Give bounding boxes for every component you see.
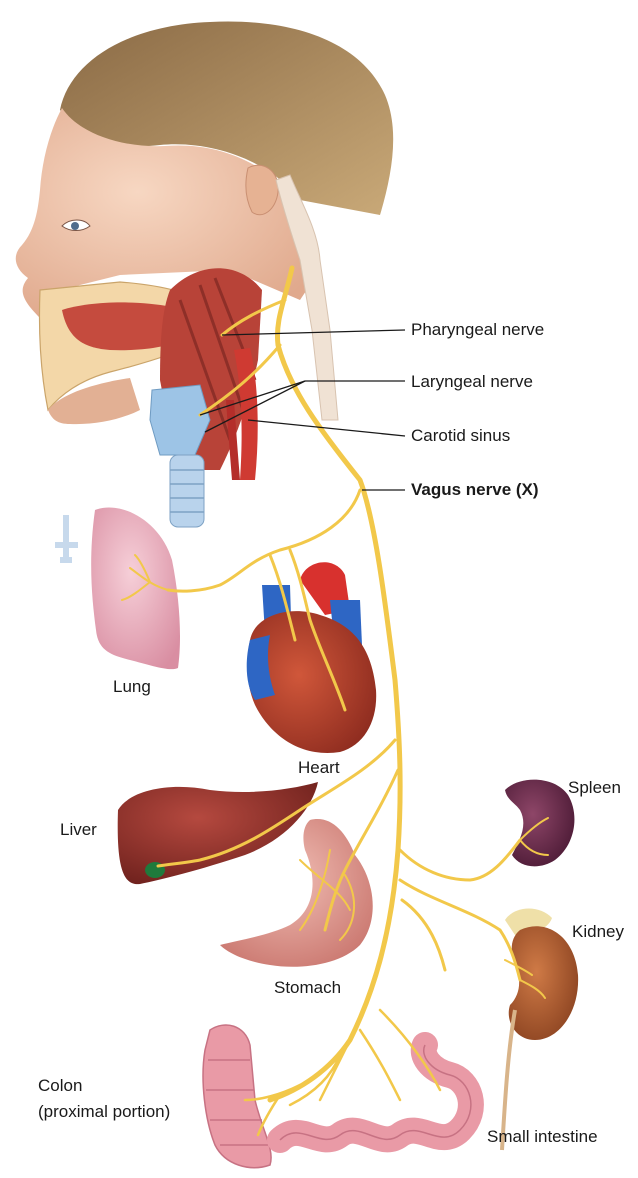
kidney-illustration — [502, 908, 578, 1150]
heart-illustration — [247, 562, 376, 753]
label-carotid-sinus: Carotid sinus — [411, 425, 510, 446]
bronchus — [55, 515, 78, 560]
kidney — [509, 926, 578, 1040]
label-lung: Lung — [113, 676, 151, 697]
lung — [91, 507, 180, 669]
colon — [203, 1025, 271, 1168]
label-vagus-nerve: Vagus nerve (X) — [411, 479, 539, 500]
celiac-plexus — [400, 840, 520, 980]
label-liver: Liver — [60, 819, 97, 840]
label-laryngeal-nerve: Laryngeal nerve — [411, 371, 533, 392]
intestinal-branches — [245, 1010, 440, 1135]
label-kidney: Kidney — [572, 921, 624, 942]
iris — [71, 222, 79, 230]
liver-illustration — [118, 782, 318, 884]
label-colon-portion: (proximal portion) — [38, 1101, 170, 1122]
label-stomach: Stomach — [274, 977, 341, 998]
label-small-intestine: Small intestine — [487, 1126, 598, 1147]
label-pharyngeal-nerve: Pharyngeal nerve — [411, 319, 544, 340]
trachea — [170, 455, 204, 527]
label-heart: Heart — [298, 757, 340, 778]
label-colon: Colon — [38, 1075, 82, 1096]
label-spleen: Spleen — [568, 777, 621, 798]
